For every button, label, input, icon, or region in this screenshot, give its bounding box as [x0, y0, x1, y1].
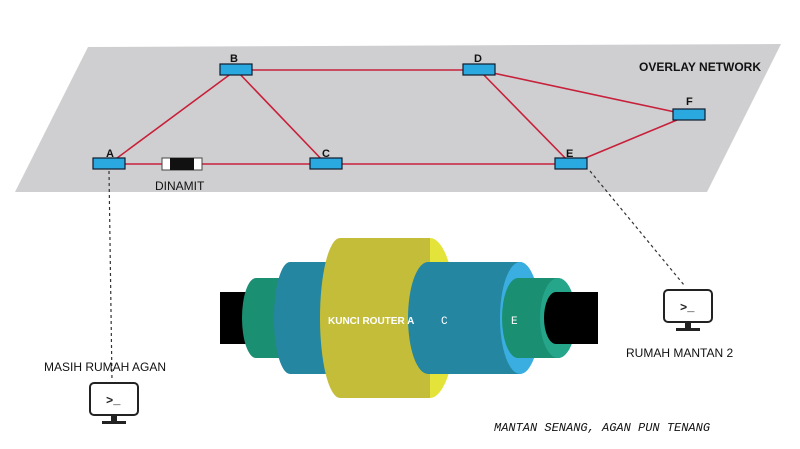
node-label-b: B [230, 53, 238, 65]
link-b-c [235, 69, 327, 165]
node-b [219, 63, 253, 76]
node-label-d: D [474, 53, 482, 65]
host-right-connection [589, 170, 685, 286]
node-label-e: E [566, 148, 573, 160]
link-d-f [478, 69, 690, 116]
onion-layer-a-back [320, 238, 360, 398]
overlay-plane [15, 44, 781, 192]
node-a [92, 157, 126, 170]
host-left-monitor [89, 382, 139, 424]
node-d [462, 63, 496, 76]
node-f [672, 108, 706, 121]
link-a-b [108, 69, 237, 165]
host-right-monitor [663, 289, 713, 331]
node-label-a: A [106, 148, 114, 160]
host-left-label: MASIH RUMAH AGAN [44, 360, 166, 374]
node-c [309, 157, 343, 170]
link-e-f [570, 114, 690, 165]
link-d-e [478, 69, 572, 165]
onion-core-front [556, 292, 598, 344]
onion-layer-e-label: E [511, 316, 518, 328]
overlay-title: OVERLAY NETWORK [639, 60, 761, 74]
node-label-c: C [322, 148, 330, 160]
node-group: A B C D E F [92, 53, 706, 170]
host-right-prompt-icon: >_ [680, 301, 695, 315]
node-label-f: F [686, 96, 693, 108]
link-group [108, 69, 690, 165]
dynamite-label: DINAMIT [155, 179, 205, 193]
host-right-label: RUMAH MANTAN 2 [626, 346, 733, 360]
onion-layer-c-back [274, 262, 306, 374]
dynamite [161, 157, 203, 171]
onion-layer-c-label: C [441, 316, 448, 328]
host-left-prompt-icon: >_ [106, 394, 121, 408]
onion-cylinder: KUNCI ROUTER A C E [220, 238, 598, 398]
host-left-connection [108, 170, 113, 382]
onion-layer-a-label: KUNCI ROUTER A [328, 316, 414, 327]
caption: MANTAN SENANG, AGAN PUN TENANG [494, 421, 711, 435]
onion-layer-e-back [242, 278, 270, 358]
node-e [554, 157, 588, 170]
